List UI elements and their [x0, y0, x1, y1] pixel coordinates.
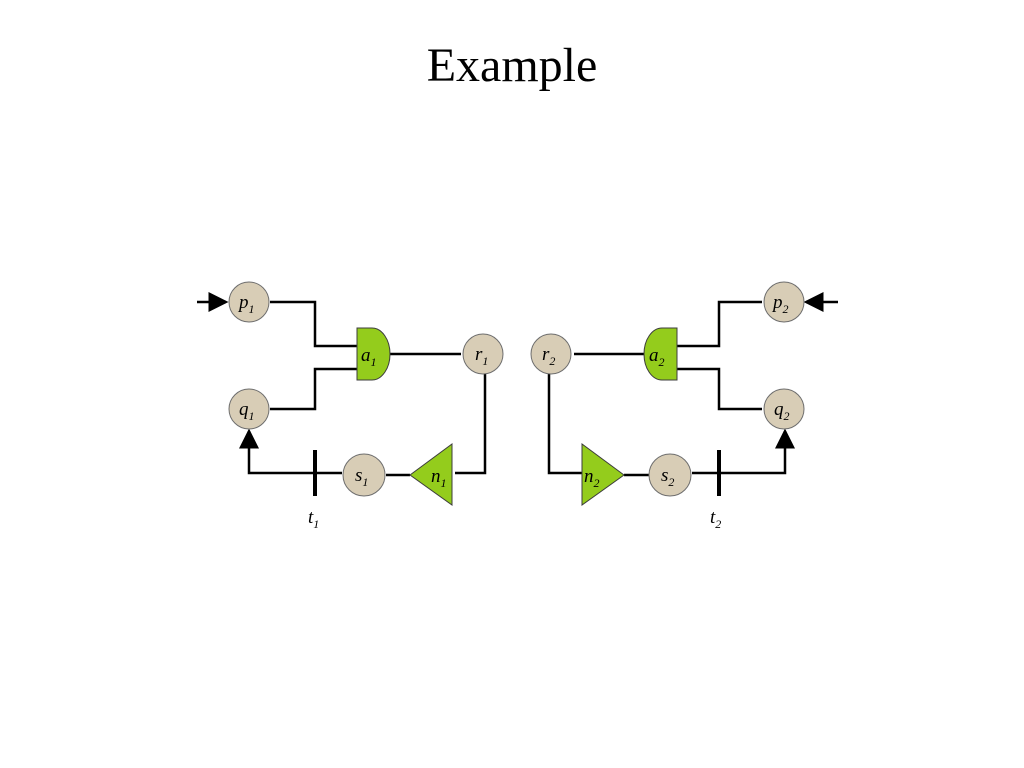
and-gate-a1: a1 — [356, 327, 391, 381]
sub-r1: 1 — [482, 354, 488, 368]
sub-s2: 2 — [668, 475, 674, 489]
transition-label-t1: t1 — [308, 507, 319, 531]
sub-n1: 1 — [441, 476, 447, 490]
place-q2: q2 — [763, 388, 805, 430]
place-r1: r1 — [462, 333, 504, 375]
svg-text:r2: r2 — [542, 344, 555, 368]
label-p1: p — [237, 292, 249, 313]
wire-p1-a1 — [270, 300, 357, 348]
sub-p1: 1 — [249, 302, 255, 316]
wire-q1-a1 — [270, 367, 357, 411]
sub-t2: 2 — [715, 517, 721, 531]
label-p2: p — [771, 292, 783, 313]
label-s1: s — [355, 465, 362, 486]
transition-label-t2: t2 — [710, 507, 721, 531]
place-r2: r2 — [530, 333, 572, 375]
svg-text:n1: n1 — [431, 466, 447, 490]
sub-p2: 2 — [783, 302, 789, 316]
sub-a2: 2 — [659, 355, 665, 369]
right-wires — [547, 292, 838, 477]
sub-q1: 1 — [249, 409, 255, 423]
place-p1: p1 — [228, 281, 270, 323]
sub-r2: 2 — [549, 354, 555, 368]
svg-text:n2: n2 — [584, 466, 600, 490]
wire-s1-q1 — [239, 428, 342, 475]
left-wires — [197, 292, 487, 477]
label-q2: q — [774, 399, 784, 420]
sub-s1: 1 — [362, 475, 368, 489]
sub-a1: 1 — [371, 355, 377, 369]
wire-p2-a2 — [677, 300, 762, 348]
sub-q2: 2 — [784, 409, 790, 423]
svg-text:q1: q1 — [239, 399, 255, 423]
place-s1: s1 — [342, 453, 386, 497]
label-s2: s — [661, 465, 668, 486]
wire-s2-q2 — [692, 428, 795, 475]
svg-text:s2: s2 — [661, 465, 674, 489]
svg-text:q2: q2 — [774, 399, 790, 423]
label-r1: r — [475, 344, 483, 365]
label-a2: a — [649, 345, 659, 366]
label-n2: n — [584, 466, 594, 487]
page-title: Example — [426, 39, 598, 92]
sub-t1: 1 — [313, 517, 319, 531]
svg-text:r1: r1 — [475, 344, 488, 368]
sub-n2: 2 — [594, 476, 600, 490]
label-n1: n — [431, 466, 441, 487]
svg-text:a2: a2 — [649, 345, 665, 369]
wire-r2-n2 — [547, 374, 582, 475]
svg-text:s1: s1 — [355, 465, 368, 489]
not-gate-n1: n1 — [409, 443, 453, 506]
svg-text:p1: p1 — [237, 292, 255, 316]
svg-text:p2: p2 — [771, 292, 789, 316]
not-gate-n2: n2 — [581, 443, 625, 506]
label-t2: t — [710, 507, 716, 528]
svg-text:a1: a1 — [361, 345, 377, 369]
wire-r1-n1 — [455, 374, 487, 475]
label-t1: t — [308, 507, 314, 528]
and-gate-a2: a2 — [643, 327, 678, 381]
wire-q2-a2 — [677, 367, 762, 411]
place-s2: s2 — [648, 453, 692, 497]
place-p2: p2 — [763, 281, 805, 323]
label-r2: r — [542, 344, 550, 365]
place-q1: q1 — [228, 388, 270, 430]
label-q1: q — [239, 399, 249, 420]
label-a1: a — [361, 345, 371, 366]
